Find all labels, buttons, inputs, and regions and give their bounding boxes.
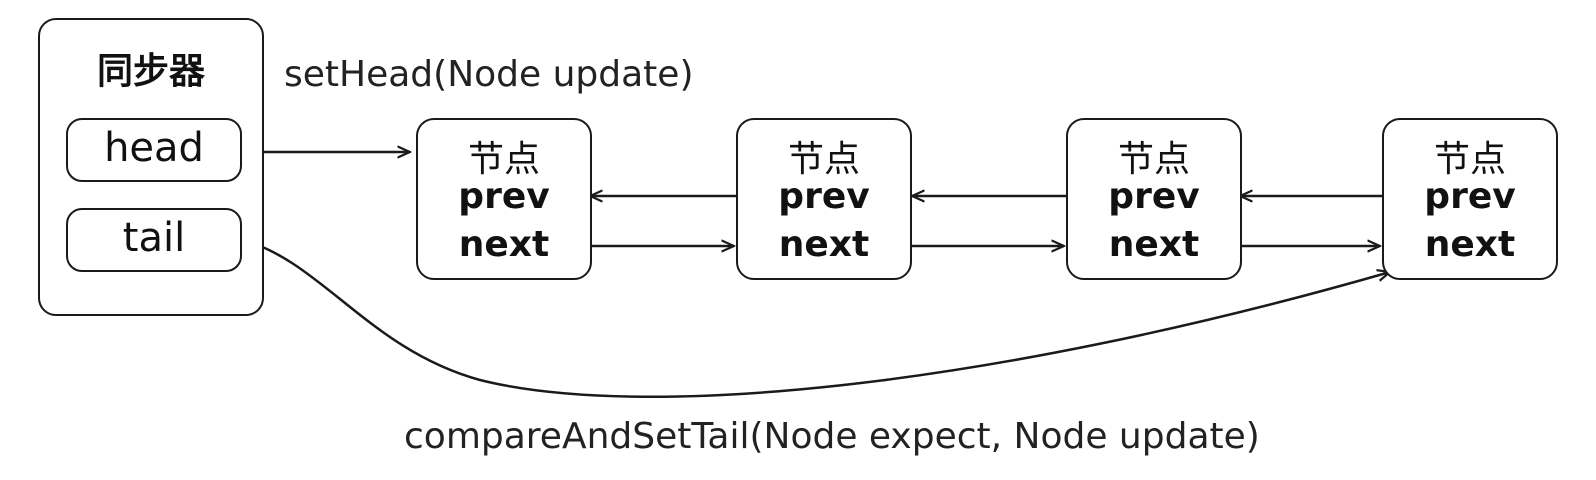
- set-head-label: setHead(Node update): [284, 54, 694, 95]
- node-4: 节点 prev next: [1382, 118, 1558, 280]
- compare-and-set-tail-label: compareAndSetTail(Node expect, Node upda…: [404, 416, 1260, 457]
- node-next: next: [1108, 224, 1200, 265]
- node-next: next: [1424, 224, 1516, 265]
- node-title: 节点: [1433, 139, 1506, 180]
- node-prev: prev: [458, 176, 550, 217]
- node-1: 节点 prev next: [416, 118, 592, 280]
- node-2: 节点 prev next: [736, 118, 912, 280]
- node-next: next: [778, 224, 870, 265]
- node-prev: prev: [1424, 176, 1516, 217]
- node-3: 节点 prev next: [1066, 118, 1242, 280]
- node-prev: prev: [1108, 176, 1200, 217]
- tail-field: tail: [66, 208, 242, 272]
- node-next: next: [458, 224, 550, 265]
- node-title: 节点: [1117, 139, 1190, 180]
- node-title: 节点: [467, 139, 540, 180]
- head-field: head: [66, 118, 242, 182]
- synchronizer-box: 同步器 head tail: [38, 18, 264, 316]
- synchronizer-title: 同步器: [96, 51, 205, 92]
- tail-to-last-node-curve: [241, 238, 1390, 398]
- node-title: 节点: [787, 139, 860, 180]
- node-prev: prev: [778, 176, 870, 217]
